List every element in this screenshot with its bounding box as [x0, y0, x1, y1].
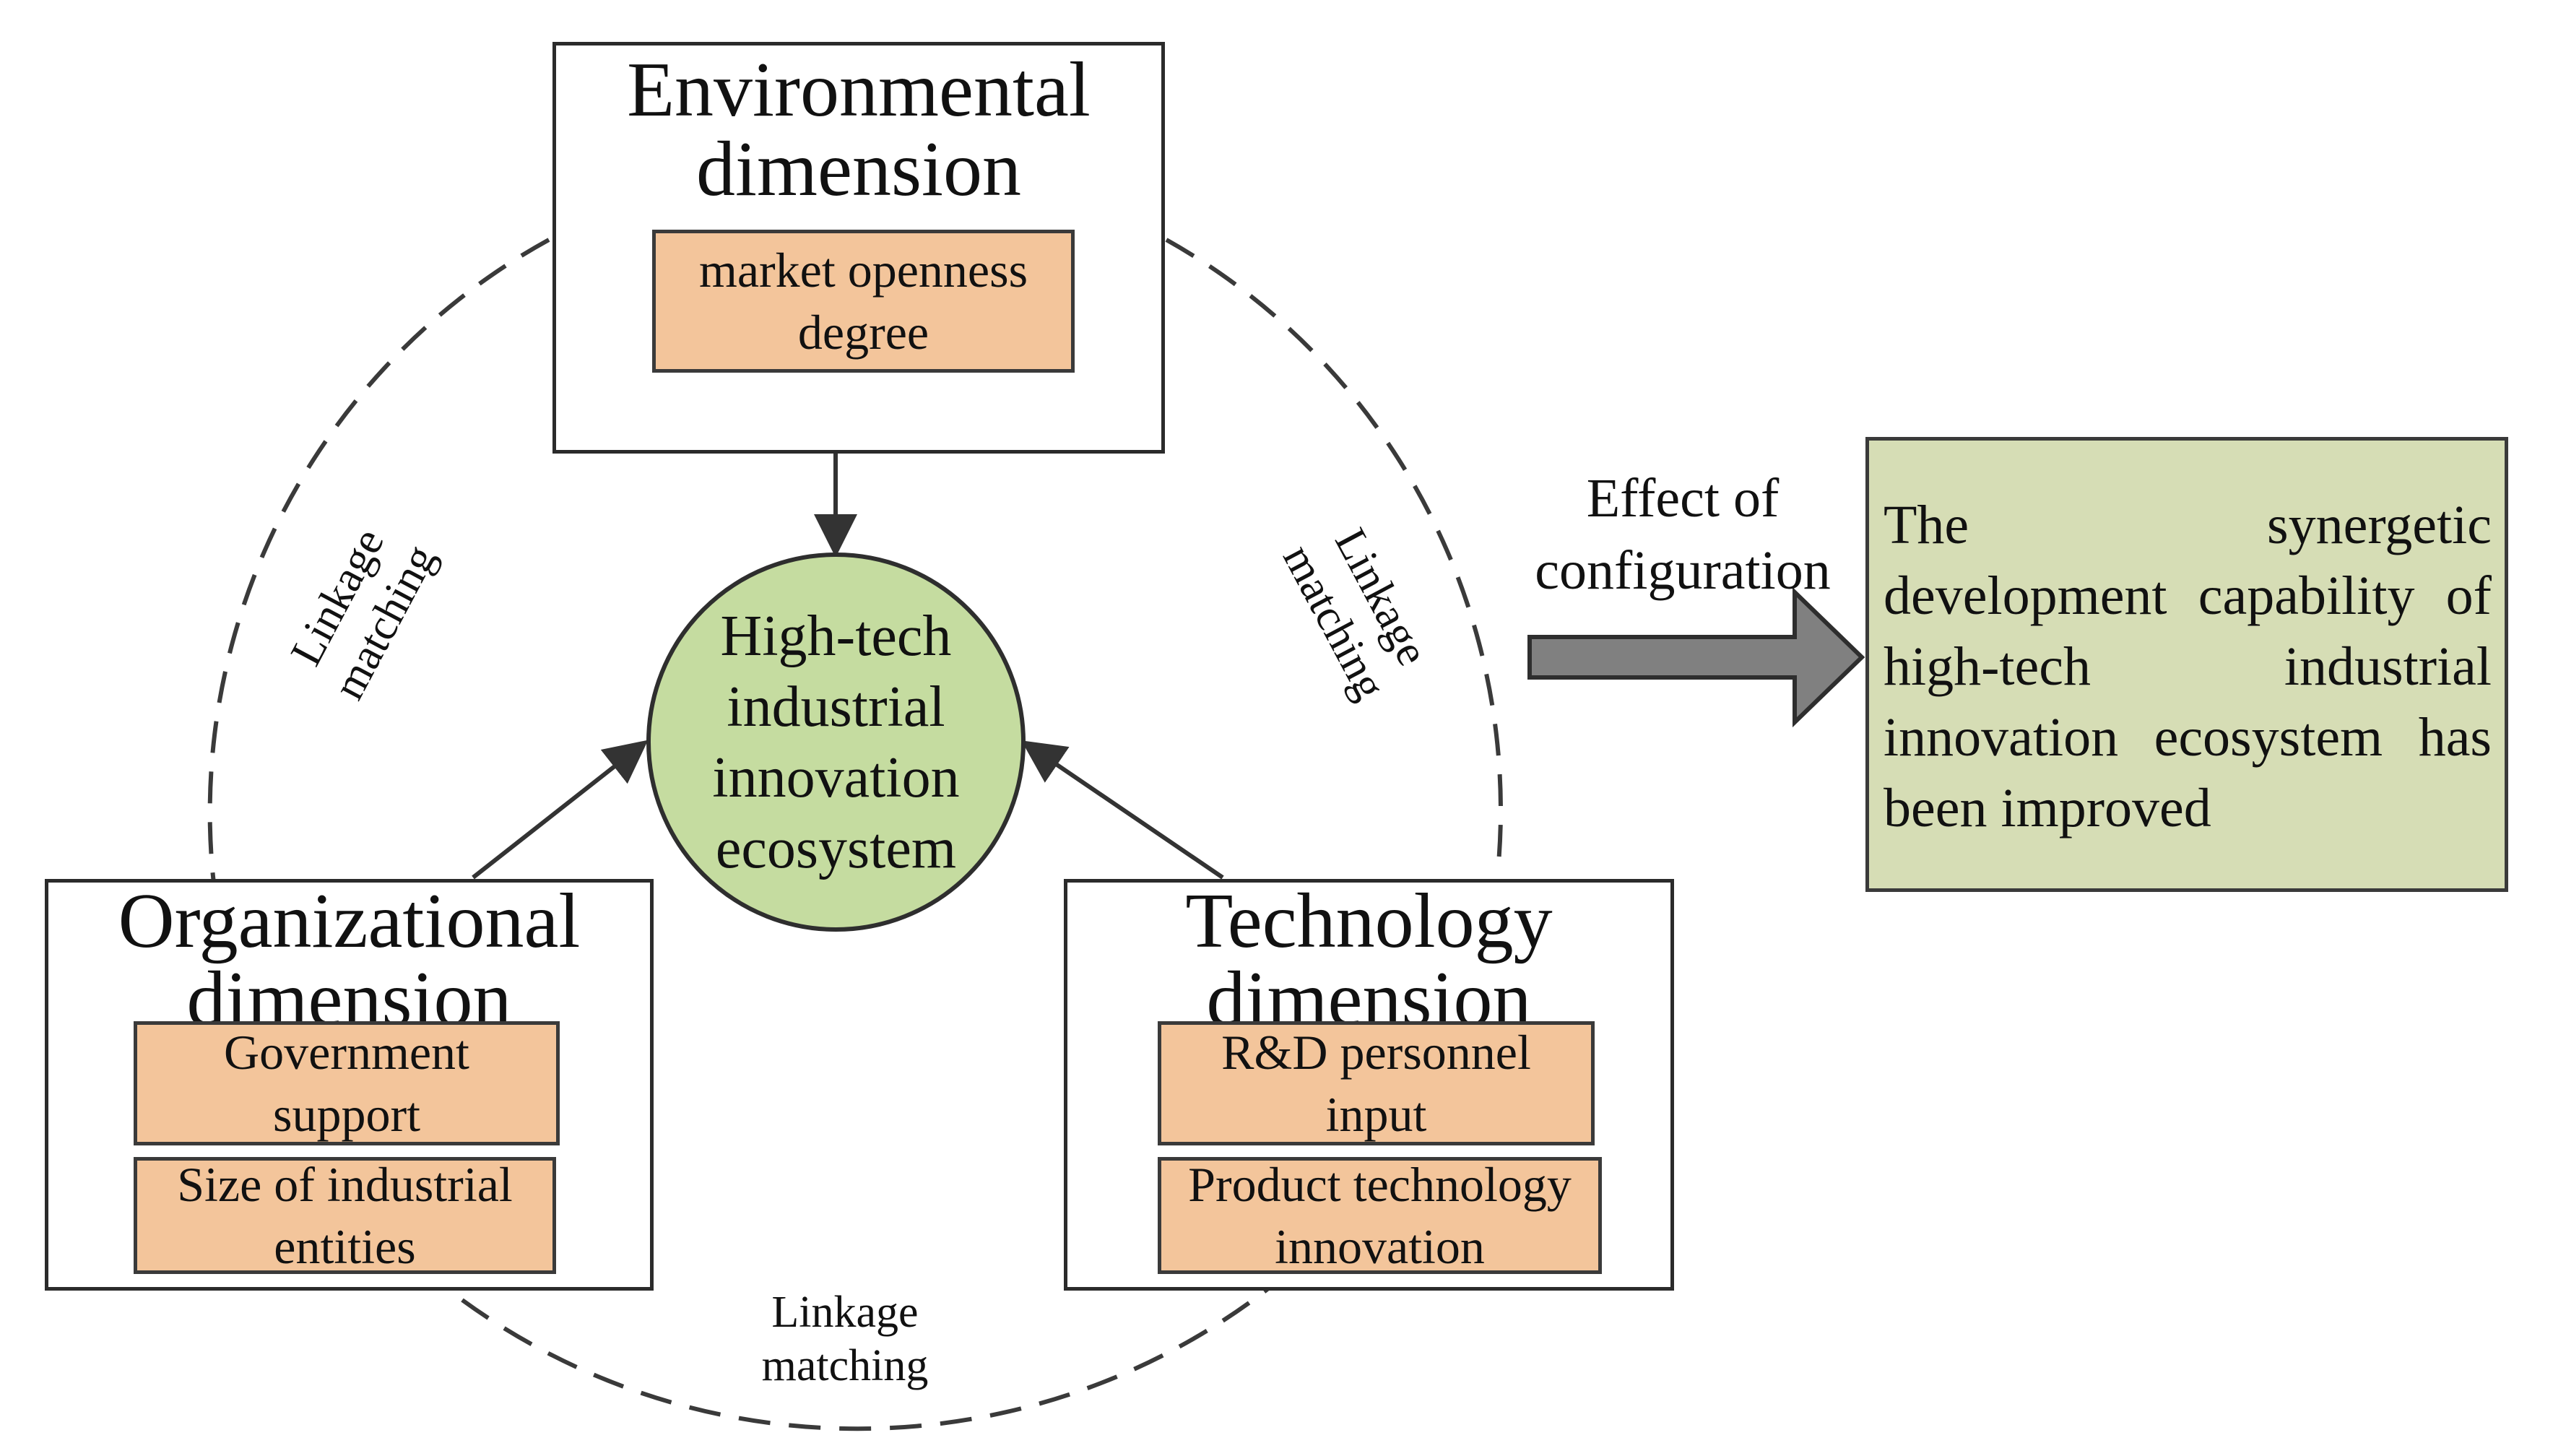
linkage-ring-right-arc	[1165, 238, 1503, 864]
linkage-ring-left-arc	[207, 238, 550, 907]
effect-label-line1: Effect of	[1586, 468, 1780, 529]
technology-title-line1: Technology	[1185, 878, 1553, 964]
environmental-dimension-box: Environmental dimension market openness …	[552, 42, 1165, 454]
factor-market-openness: market openness degree	[652, 230, 1075, 373]
factor-rd-personnel-input: R&D personnel input	[1158, 1021, 1595, 1145]
factor-product-technology-innovation: Product technology innovation	[1158, 1157, 1602, 1274]
center-ecosystem-circle: High-tech industrial innovation ecosyste…	[646, 552, 1026, 932]
environmental-title-line2: dimension	[696, 126, 1021, 212]
arrow-technology-to-center	[1021, 740, 1224, 880]
effect-arrow	[1527, 586, 1865, 728]
environmental-title-line1: Environmental	[627, 47, 1091, 133]
result-box: The synergetic development capability of…	[1865, 437, 2508, 892]
organizational-dimension-box: Organizational dimension Government supp…	[45, 879, 654, 1291]
linkage-label-bottom: Linkage matching	[761, 1288, 929, 1390]
arrow-organization-to-center	[472, 740, 649, 880]
organizational-title-line1: Organizational	[118, 878, 581, 964]
factor-size-industrial-entities: Size of industrial entities	[134, 1157, 556, 1274]
linkage-ring-bottom-arc	[461, 1287, 1269, 1431]
effect-label-line2: configuration	[1535, 540, 1831, 601]
technology-dimension-box: Technology dimension R&D personnel input…	[1064, 879, 1674, 1291]
factor-government-support: Government support	[134, 1021, 560, 1145]
